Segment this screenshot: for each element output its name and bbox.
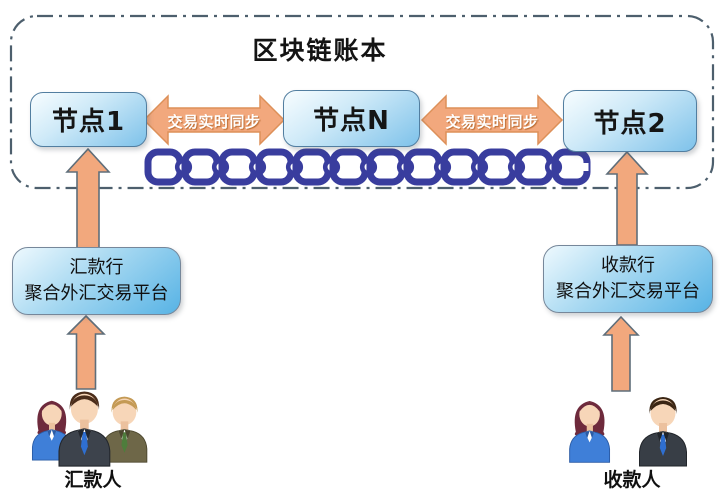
node-1-box: 节点1 (30, 92, 147, 147)
up-arrow-senders-to-platform-icon (66, 314, 106, 390)
node-n-box: 节点N (283, 90, 420, 147)
up-arrow-receivers-to-platform-icon (602, 315, 640, 392)
remitting-bank-line1: 汇款行 (69, 257, 124, 278)
sync-arrow-right-icon (420, 94, 564, 146)
node-2-box: 节点2 (563, 90, 697, 152)
receivers-label: 收款人 (603, 469, 661, 491)
receiving-bank-line2: 聚合外汇交易平台 (556, 281, 700, 302)
ledger-title: 区块链账本 (252, 36, 388, 65)
chain-icon (144, 148, 591, 186)
senders-group-icon (31, 391, 148, 467)
up-arrow-platform-to-node1-icon (65, 147, 111, 249)
up-arrow-platform-to-node2-icon (605, 150, 649, 246)
senders-label: 汇款人 (64, 469, 122, 491)
remitting-bank-line2: 聚合外汇交易平台 (24, 283, 169, 304)
sync-arrow-left-label: 交易实时同步 (167, 113, 261, 131)
sync-arrow-right-label: 交易实时同步 (445, 113, 539, 131)
receiving-bank-platform-box: 收款行 聚合外汇交易平台 (543, 245, 713, 313)
receiving-bank-line1: 收款行 (601, 255, 655, 276)
remitting-bank-platform-box: 汇款行 聚合外汇交易平台 (12, 247, 181, 315)
ledger-boundary-dashed-border (9, 14, 715, 190)
receivers-group-icon (569, 397, 687, 467)
